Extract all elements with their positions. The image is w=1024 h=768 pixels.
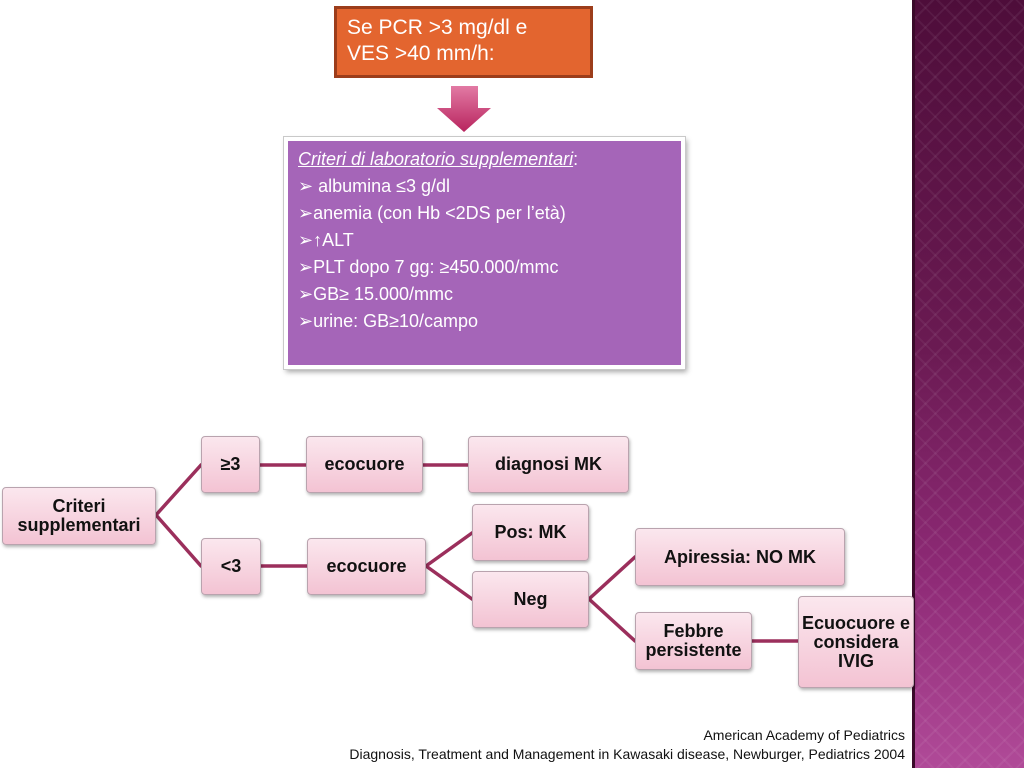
- node-lt3-label: <3: [220, 556, 242, 576]
- node-diagnosi-mk: diagnosi MK: [468, 436, 629, 493]
- node-ecocuore-top-label: ecocuore: [324, 454, 405, 474]
- criterion-albumina: ➢ albumina ≤3 g/dl: [298, 176, 451, 196]
- node-pos-mk: Pos: MK: [472, 504, 589, 561]
- node-febbre-label: Febbre persistente: [645, 621, 742, 660]
- node-ge3: ≥3: [201, 436, 260, 493]
- citation-line-2: Diagnosis, Treatment and Management in K…: [349, 746, 905, 762]
- condition-line-1: Se PCR >3 mg/dl e: [347, 16, 528, 39]
- node-ecocuore-ivig: Ecuocuore e considera IVIG: [798, 596, 914, 688]
- node-neg: Neg: [472, 571, 589, 628]
- condition-box: Se PCR >3 mg/dl e VES >40 mm/h:: [334, 6, 593, 78]
- criterion-urine: ➢urine: GB≥10/campo: [298, 311, 479, 331]
- node-apiressia: Apiressia: NO MK: [635, 528, 845, 586]
- node-ecocuore-bottom: ecocuore: [307, 538, 426, 595]
- node-neg-label: Neg: [513, 589, 548, 609]
- connector-eco-neg: [424, 564, 474, 601]
- criterion-alt: ➢↑ALT: [298, 230, 354, 250]
- criterion-plt: ➢PLT dopo 7 gg: ≥450.000/mmc: [298, 257, 559, 277]
- criterion-anemia: ➢anemia (con Hb <2DS per l’età): [298, 203, 566, 223]
- node-root-label: Criteri supplementari: [17, 496, 141, 535]
- condition-line-2: VES >40 mm/h:: [347, 42, 495, 65]
- connector-neg-febbre: [587, 597, 637, 643]
- node-ecocuore-top: ecocuore: [306, 436, 423, 493]
- node-root-criteri: Criteri supplementari: [2, 487, 156, 545]
- node-diagnosi-label: diagnosi MK: [495, 454, 602, 474]
- citation-line-1: American Academy of Pediatrics: [703, 727, 905, 743]
- connector-eco-pos: [424, 531, 474, 568]
- down-arrow: [437, 86, 491, 132]
- connector-neg-apiressia: [587, 555, 637, 601]
- node-pos-label: Pos: MK: [494, 522, 567, 542]
- node-lt3: <3: [201, 538, 261, 595]
- node-ecocuore-bottom-label: ecocuore: [326, 556, 407, 576]
- lab-criteria-box: Criteri di laboratorio supplementari: ➢ …: [283, 136, 686, 370]
- connector-root-lt3: [154, 513, 203, 568]
- node-ivig-label: Ecuocuore e considera IVIG: [801, 612, 911, 671]
- node-ge3-label: ≥3: [220, 454, 241, 474]
- lab-criteria-title: Criteri di laboratorio supplementari: [298, 149, 574, 169]
- node-apiressia-label: Apiressia: NO MK: [663, 546, 817, 567]
- node-febbre-persistente: Febbre persistente: [635, 612, 752, 670]
- connector-root-ge3: [154, 463, 203, 517]
- criterion-gb: ➢GB≥ 15.000/mmc: [298, 284, 454, 304]
- decorative-side-band: [912, 0, 1024, 768]
- lab-criteria-colon: :: [573, 149, 579, 169]
- side-band-edge: [912, 0, 915, 768]
